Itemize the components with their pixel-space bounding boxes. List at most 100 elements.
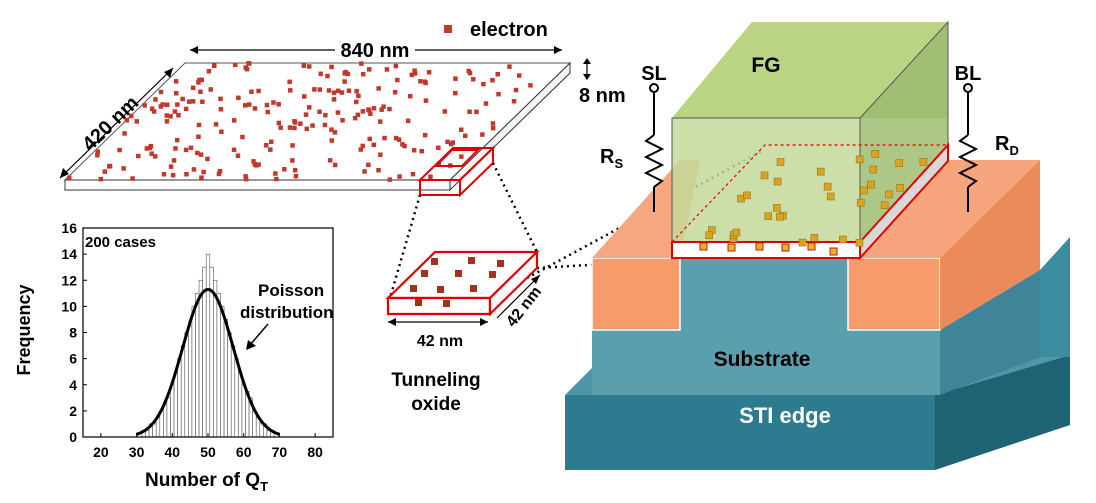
electron-dot [312, 87, 317, 92]
electron-dot [201, 169, 206, 175]
electron-dot [355, 112, 361, 118]
electron-dot [173, 79, 179, 84]
electron-dot [231, 147, 237, 153]
electron-dot [304, 126, 309, 132]
electron-dot [153, 97, 158, 102]
electron-dot [200, 99, 205, 104]
sl-terminal [643, 83, 665, 212]
electron-dot [168, 164, 174, 169]
legend-electron-label: electron [470, 19, 548, 41]
electron-dot [346, 88, 352, 93]
electron-dot [183, 106, 189, 112]
trap-cube [867, 180, 875, 189]
electron-dot [292, 119, 297, 124]
electron-dot [183, 147, 189, 153]
electron-dot [393, 63, 399, 69]
trap-cube [895, 159, 904, 167]
drain-side [940, 160, 1040, 330]
electron-dot [307, 105, 312, 110]
histogram-bar [188, 325, 193, 438]
electron-dot [392, 90, 398, 95]
electron-dot [249, 89, 254, 94]
electron-dot [310, 123, 315, 128]
electron-dot [303, 112, 309, 117]
histogram-bar [184, 332, 189, 438]
electron-dot [513, 87, 519, 93]
electron-dot [318, 71, 323, 77]
trap-cube [816, 167, 825, 176]
trap-cube-front [755, 242, 764, 251]
electron-dot [496, 91, 501, 97]
electron-dot [269, 139, 274, 144]
electron-dot [196, 134, 201, 139]
electron-dot [367, 67, 372, 72]
electron-dot [290, 143, 295, 148]
y-tick-label: 2 [69, 403, 77, 419]
device-traps [699, 150, 928, 256]
electron-dot [378, 152, 383, 157]
electron-dot [124, 118, 130, 123]
electron-dot [174, 91, 179, 96]
electron-dot [325, 73, 330, 79]
y-tick-label: 12 [61, 272, 77, 288]
histogram-bar [213, 279, 218, 438]
electron-dot [247, 61, 252, 66]
electron-dot [102, 169, 107, 174]
fg-label: FG [751, 54, 780, 77]
electron-dot [490, 125, 496, 131]
electron-dot [172, 109, 178, 114]
trap-cube [705, 231, 713, 240]
electron-dot [453, 76, 458, 81]
histogram-bar [195, 293, 200, 438]
electron-dot [265, 109, 270, 115]
trap-cube-front [727, 243, 736, 252]
trap-cube [776, 158, 785, 166]
electron-dot [356, 93, 361, 99]
electron-dot [144, 146, 150, 151]
electron-dot [174, 137, 180, 143]
electron-dot [371, 106, 377, 111]
electron-dot [445, 139, 450, 145]
trap-cube [885, 190, 893, 199]
x-tick-label: 30 [129, 444, 145, 460]
x-tick-label: 70 [272, 444, 288, 460]
electron-dot [290, 158, 295, 163]
electron-dot [474, 109, 479, 115]
electron-dot [212, 63, 217, 68]
electron-dot [426, 70, 432, 75]
electron-dot [298, 121, 303, 126]
electron-dot [243, 65, 248, 70]
electron-dot [384, 67, 390, 72]
small-dim-length-label: 42 nm [417, 333, 463, 350]
electron-dot [121, 166, 126, 171]
electron-dot [329, 127, 334, 132]
electron-dot [400, 142, 405, 147]
electron-dot [148, 143, 154, 149]
electron-dot [171, 158, 177, 163]
electron-dot [232, 118, 237, 123]
trap-cube [919, 158, 928, 166]
histogram-bar [216, 293, 221, 438]
electron-dot [117, 147, 122, 153]
electron-dot [195, 150, 200, 156]
electron-icon [444, 25, 452, 33]
histogram-bar [166, 397, 171, 438]
electron-dot [382, 135, 387, 141]
trap-cube [880, 201, 889, 209]
trap-cube [810, 234, 819, 242]
electron-dot [361, 71, 366, 77]
electron-dot [243, 174, 248, 179]
histogram-bar [205, 253, 211, 438]
dim-length-label: 840 nm [341, 40, 410, 62]
tunneling-label-2: oxide [411, 394, 461, 415]
electron-dot [180, 96, 185, 102]
trap-cube [798, 238, 807, 247]
electron-dot [409, 72, 415, 78]
trap-cube [860, 186, 868, 195]
trap-cube-front [781, 243, 790, 252]
trap-cube [760, 171, 769, 180]
electron-dot [213, 122, 219, 127]
electron-dot [408, 93, 413, 99]
electron-dot [301, 63, 307, 68]
electron-dot [273, 171, 278, 176]
